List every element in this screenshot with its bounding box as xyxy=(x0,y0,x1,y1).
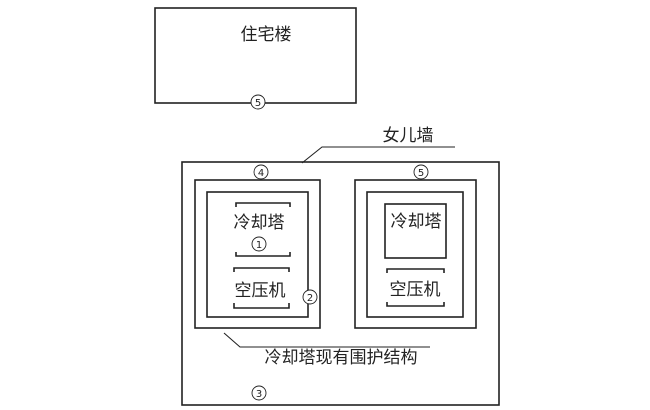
left-unit: 冷却塔 1 空压机 4 2 xyxy=(194,164,321,329)
marker-left-cooling-number: 1 xyxy=(256,240,262,251)
marker-left-side-number: 2 xyxy=(307,293,313,304)
right-cooling-tower-label: 冷却塔 xyxy=(391,212,442,232)
parapet-wall xyxy=(181,161,500,406)
marker-left-top: 4 xyxy=(253,164,269,180)
left-cooling-tower-frame xyxy=(235,202,291,257)
left-cooling-tower-label: 冷却塔 xyxy=(234,213,285,233)
enclosure-leader-line xyxy=(223,332,430,348)
marker-left-side: 2 xyxy=(302,289,318,305)
left-enclosure-outer xyxy=(194,179,321,329)
right-compressor-frame xyxy=(386,268,445,307)
parapet-wall-label: 女儿墙 xyxy=(383,126,434,146)
marker-right-top-number: 5 xyxy=(418,168,424,179)
right-compressor-label: 空压机 xyxy=(390,280,441,300)
residential-building xyxy=(154,7,357,104)
marker-building: 5 xyxy=(250,94,266,110)
marker-right-top: 5 xyxy=(413,164,429,180)
marker-parapet-number: 3 xyxy=(256,389,262,400)
enclosure-label: 冷却塔现有围护结构 xyxy=(265,348,418,368)
left-compressor-label: 空压机 xyxy=(235,281,286,301)
parapet-leader-line xyxy=(301,146,455,164)
right-enclosure-inner xyxy=(366,191,464,318)
right-enclosure-outer xyxy=(354,179,477,329)
left-compressor-frame xyxy=(233,267,290,309)
marker-left-top-number: 4 xyxy=(258,168,264,179)
right-cooling-tower-box xyxy=(384,203,447,259)
left-enclosure-inner xyxy=(206,191,309,318)
marker-left-cooling: 1 xyxy=(251,236,267,252)
right-unit: 冷却塔 空压机 5 xyxy=(354,164,477,329)
residential-building-label: 住宅楼 xyxy=(241,25,292,45)
marker-building-number: 5 xyxy=(255,98,261,109)
marker-parapet: 3 xyxy=(251,385,267,401)
